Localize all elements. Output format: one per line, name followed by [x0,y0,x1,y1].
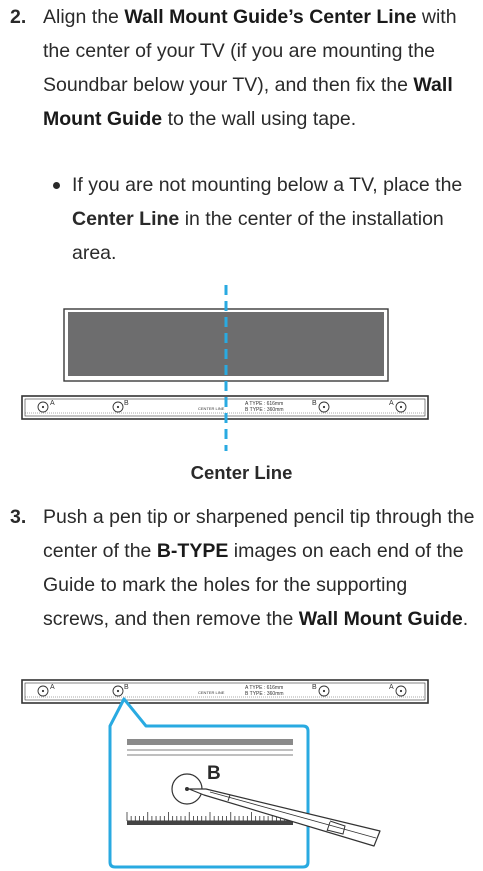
hole-b-right-label: B [312,684,317,691]
bullet-dot-icon [53,182,60,189]
step-2-bold-wall-mount-guide: Wall Mount Guide [43,74,453,130]
step-2-text: Align the Wall Mount Guide’s Center Line… [43,0,478,136]
step-3-text-part: . [462,608,469,630]
hole-a-right-label: A [389,684,394,691]
zoom-b-label: B [207,763,221,784]
guide-center-line-label: CENTER LINE [198,406,225,411]
hole-a-right-label: A [389,400,394,407]
bullet-text: If you are not mounting below a TV, plac… [72,168,472,270]
step-2-text-part: with the center of your TV (if you are m… [43,6,457,96]
step-2-text-part: to the wall using tape. [162,108,357,130]
step-2-number: 2. [10,6,27,28]
step-3-number: 3. [10,506,27,528]
step-3-text-part: images on each end of the Guide to mark … [43,540,464,630]
hole-a-left-label: A [50,400,55,407]
step-3-text: Push a pen tip or sharpened pencil tip t… [43,500,478,636]
step-2-text-part: Align the [43,6,125,28]
tv-alignment-figure: A B CENTER LINE A TYPE : 616mm B TYPE : … [21,285,429,451]
wall-mount-guide: A B CENTER LINE A TYPE : 616mm B TYPE : … [21,395,429,420]
step-2-bold-center-line: Wall Mount Guide’s Center Line [124,6,417,28]
step-3-text-part: Push a pen tip or sharpened pencil tip t… [43,506,475,562]
center-line-caption: Center Line [190,462,293,483]
guide-center-line-label: CENTER LINE [198,690,225,695]
hole-b-left-label: B [124,684,129,691]
guide-b-type-label: B TYPE : 360mm [245,407,284,413]
bullet-text-part: If you are not mounting below a TV, plac… [72,174,463,196]
bullet-text-part: in the center of the installation area. [72,208,444,264]
hole-a-left-label: A [50,684,55,691]
guide-b-type-label: B TYPE : 360mm [245,691,284,697]
wall-mount-guide-2: A B CENTER LINE A TYPE : 616mm B TYPE : … [21,679,429,704]
step-3-bold-wall-mount-guide: Wall Mount Guide [298,608,463,630]
bullet-bold-center-line: Center Line [72,208,180,230]
guide-a-type-label: A TYPE : 616mm [245,685,283,691]
step-3-bold-b-type: B-TYPE [156,540,229,562]
hole-b-right-label: B [312,400,317,407]
mark-holes-figure: A B CENTER LINE A TYPE : 616mm B TYPE : … [21,679,429,869]
zoom-callout: B [108,697,381,869]
pen-icon [188,788,381,847]
hole-b-left-label: B [124,400,129,407]
guide-a-type-label: A TYPE : 616mm [245,401,283,407]
